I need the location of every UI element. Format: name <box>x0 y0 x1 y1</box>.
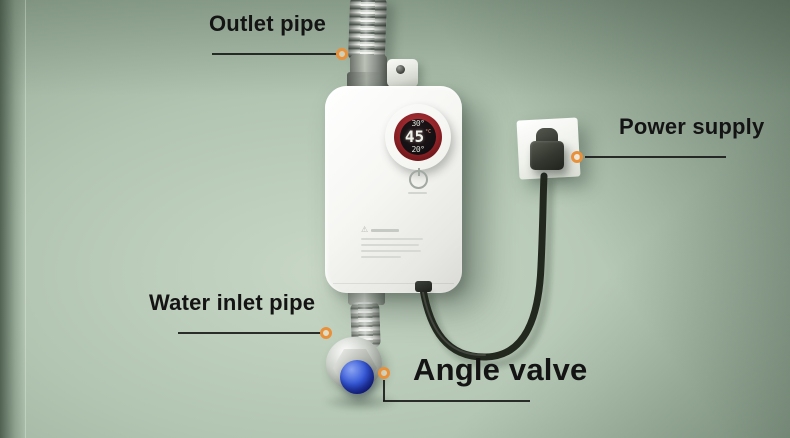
warning-heading-text <box>371 228 400 232</box>
screw-icon <box>396 65 405 74</box>
angle-valve-leader-vertical <box>383 380 385 401</box>
display-unit: °C <box>425 129 432 135</box>
outlet-hose-collar <box>347 72 390 88</box>
warning-text-line <box>361 238 423 240</box>
outlet-pipe-dot-icon <box>336 48 348 60</box>
wall-corner-edge <box>0 0 25 438</box>
warning-label: ⚠ <box>361 226 429 258</box>
power-plug <box>530 141 564 170</box>
angle-valve-leader-horizontal <box>383 400 530 402</box>
outlet-pipe-leader-line <box>212 53 338 55</box>
body-seam-bottom <box>333 283 454 284</box>
outlet-pipe-hose <box>347 0 388 63</box>
water-inlet-dot-icon <box>320 327 332 339</box>
display-max-temp: 30° <box>411 119 425 128</box>
power-cord-highlight <box>421 286 486 357</box>
temperature-display: 30° 45 °C 20° <box>400 119 436 155</box>
power-button-caption <box>408 192 427 194</box>
cord-grommet <box>415 281 432 292</box>
power-supply-label: Power supply <box>619 114 765 139</box>
power-supply-leader-line <box>585 156 726 158</box>
display-min-temp: 20° <box>411 145 425 154</box>
power-plug-top <box>536 128 558 145</box>
power-icon <box>409 168 428 189</box>
angle-valve-knob <box>340 360 374 394</box>
angle-valve-dot-icon <box>378 367 390 379</box>
outlet-pipe-label: Outlet pipe <box>209 11 327 36</box>
valve-wall-shadow <box>322 392 400 412</box>
water-inlet-leader-line <box>178 332 321 334</box>
warning-text-line <box>361 256 401 258</box>
power-icon-tick <box>417 168 420 176</box>
wall-corner-crease <box>25 0 26 438</box>
water-inlet-pipe-label: Water inlet pipe <box>149 290 316 315</box>
wall-mount-bracket <box>387 59 418 87</box>
display-current-temp: 45 <box>404 127 425 146</box>
warning-text-line <box>361 250 421 252</box>
power-supply-dot-icon <box>571 151 583 163</box>
warning-text-line <box>361 244 419 246</box>
water-heater-body: 30° 45 °C 20° ⚠ <box>325 86 462 293</box>
warning-icon: ⚠ <box>361 225 369 234</box>
angle-valve-label: Angle valve <box>413 352 588 387</box>
